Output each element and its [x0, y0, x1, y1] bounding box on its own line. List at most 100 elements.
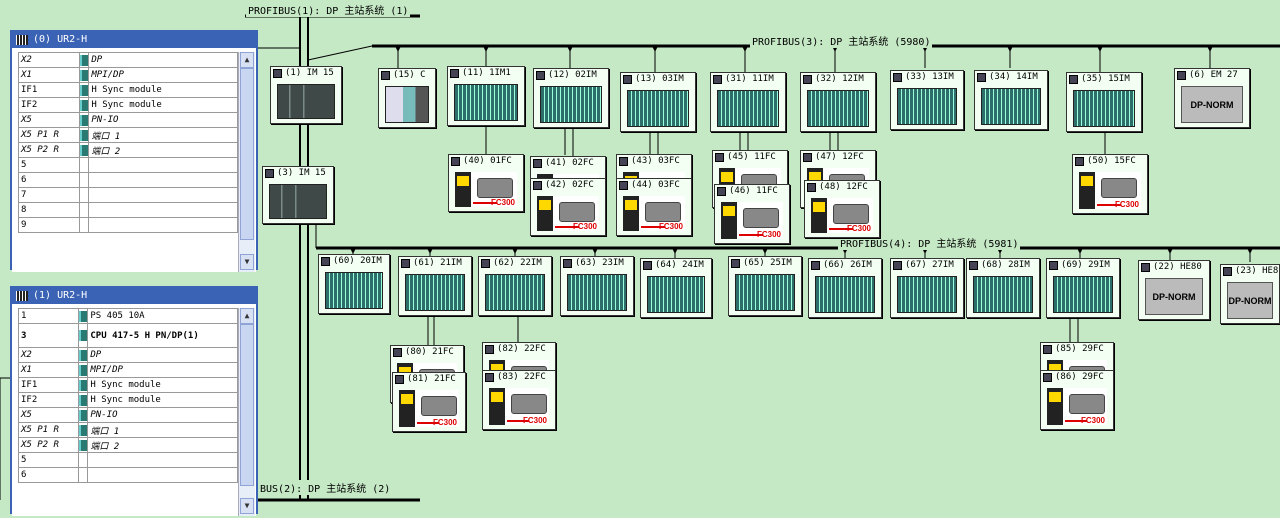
module-rack-icon — [269, 184, 327, 219]
station-node[interactable]: (68) 28IM — [966, 258, 1040, 318]
scroll-thumb[interactable] — [240, 324, 254, 486]
station-node[interactable]: (62) 22IM — [478, 256, 552, 316]
station-node[interactable]: (34) 14IM — [974, 70, 1048, 130]
station-node[interactable]: (66) 26IM — [808, 258, 882, 318]
station-node[interactable]: (33) 13IM — [890, 70, 964, 130]
station-icon — [977, 73, 986, 82]
slot-row[interactable]: 8 — [17, 202, 238, 218]
station-node[interactable]: (60) 20IM — [318, 254, 390, 314]
station-node[interactable]: (69) 29IM — [1046, 258, 1120, 318]
slot-row[interactable]: 9 — [17, 217, 238, 233]
scroll-down-arrow-icon[interactable]: ▼ — [240, 254, 254, 270]
slot-row[interactable]: 3 CPU 417-5 H PN/DP(1) — [17, 323, 238, 348]
slot-row[interactable]: X5 PN-IO — [17, 112, 238, 128]
slot-number: X1 — [17, 67, 81, 83]
station-node[interactable]: (63) 23IM — [560, 256, 634, 316]
station-node[interactable]: (64) 24IM — [640, 258, 712, 318]
scroll-down-arrow-icon[interactable]: ▼ — [240, 498, 254, 514]
station-node[interactable]: (3) IM 15 — [262, 166, 334, 224]
station-label: (68) 28IM — [967, 259, 1039, 272]
scroll-up-arrow-icon[interactable]: ▲ — [240, 308, 254, 324]
slot-row[interactable]: 7 — [17, 187, 238, 203]
station-name: (81) 21FC — [407, 374, 456, 384]
module-icon — [79, 394, 87, 406]
rack-1-title-bar[interactable]: (1) UR2-H — [12, 288, 256, 304]
scroll-up-arrow-icon[interactable]: ▲ — [240, 52, 254, 68]
module-name: PN-IO — [88, 112, 238, 128]
station-node[interactable]: (32) 12IM — [800, 72, 876, 132]
slot-row[interactable]: 5 — [17, 452, 238, 468]
station-node[interactable]: (1) IM 15 — [270, 66, 342, 124]
station-label: (11) 1IM1 — [448, 67, 524, 80]
rack-0-scrollbar[interactable]: ▲ ▼ — [238, 52, 255, 272]
station-icon — [623, 75, 632, 84]
module-name: DP — [87, 347, 238, 363]
drive-icon — [721, 202, 737, 239]
station-node[interactable]: (35) 15IM — [1066, 72, 1142, 132]
rack-0-title-bar[interactable]: (0) UR2-H — [12, 32, 256, 48]
module-icon-cell — [79, 52, 90, 68]
station-icon — [717, 187, 726, 196]
station-name: (69) 29IM — [1061, 260, 1110, 270]
station-node[interactable]: (31) 11IM — [710, 72, 786, 132]
slot-number: X5 — [17, 112, 81, 128]
station-icon — [451, 157, 460, 166]
module-rack-icon — [385, 86, 429, 123]
station-node[interactable]: (67) 27IM — [890, 258, 964, 318]
station-node[interactable]: (15) C — [378, 68, 436, 128]
station-node[interactable]: (61) 21IM — [398, 256, 472, 316]
station-name: (13) 03IM — [635, 74, 684, 84]
station-icon — [619, 157, 628, 166]
rack-1-scrollbar[interactable]: ▲ ▼ — [238, 308, 255, 516]
station-name: (80) 21FC — [405, 347, 454, 357]
station-label: (45) 11FC — [713, 151, 787, 164]
module-icon-cell — [78, 422, 89, 438]
station-icon — [807, 183, 816, 192]
module-icon — [79, 409, 87, 421]
scroll-thumb[interactable] — [240, 68, 254, 240]
module-icon — [79, 379, 87, 391]
slot-row[interactable]: 6 — [17, 467, 238, 483]
station-node[interactable]: (65) 25IM — [728, 256, 802, 316]
station-icon — [450, 69, 459, 78]
slot-row[interactable]: 6 — [17, 172, 238, 188]
dp-norm-icon: DP-NORM — [1181, 86, 1243, 123]
station-icon — [395, 375, 404, 384]
station-name: (1) IM 15 — [285, 68, 334, 78]
station-name: (62) 22IM — [493, 258, 542, 268]
slot-number: 3 — [17, 323, 80, 348]
station-node[interactable]: (13) 03IM — [620, 72, 696, 132]
station-node[interactable]: (11) 1IM1 — [447, 66, 525, 126]
station-node[interactable]: (12) 02IM — [533, 68, 609, 128]
slot-row[interactable]: 5 — [17, 157, 238, 173]
module-name: CPU 417-5 H PN/DP(1) — [87, 323, 238, 348]
